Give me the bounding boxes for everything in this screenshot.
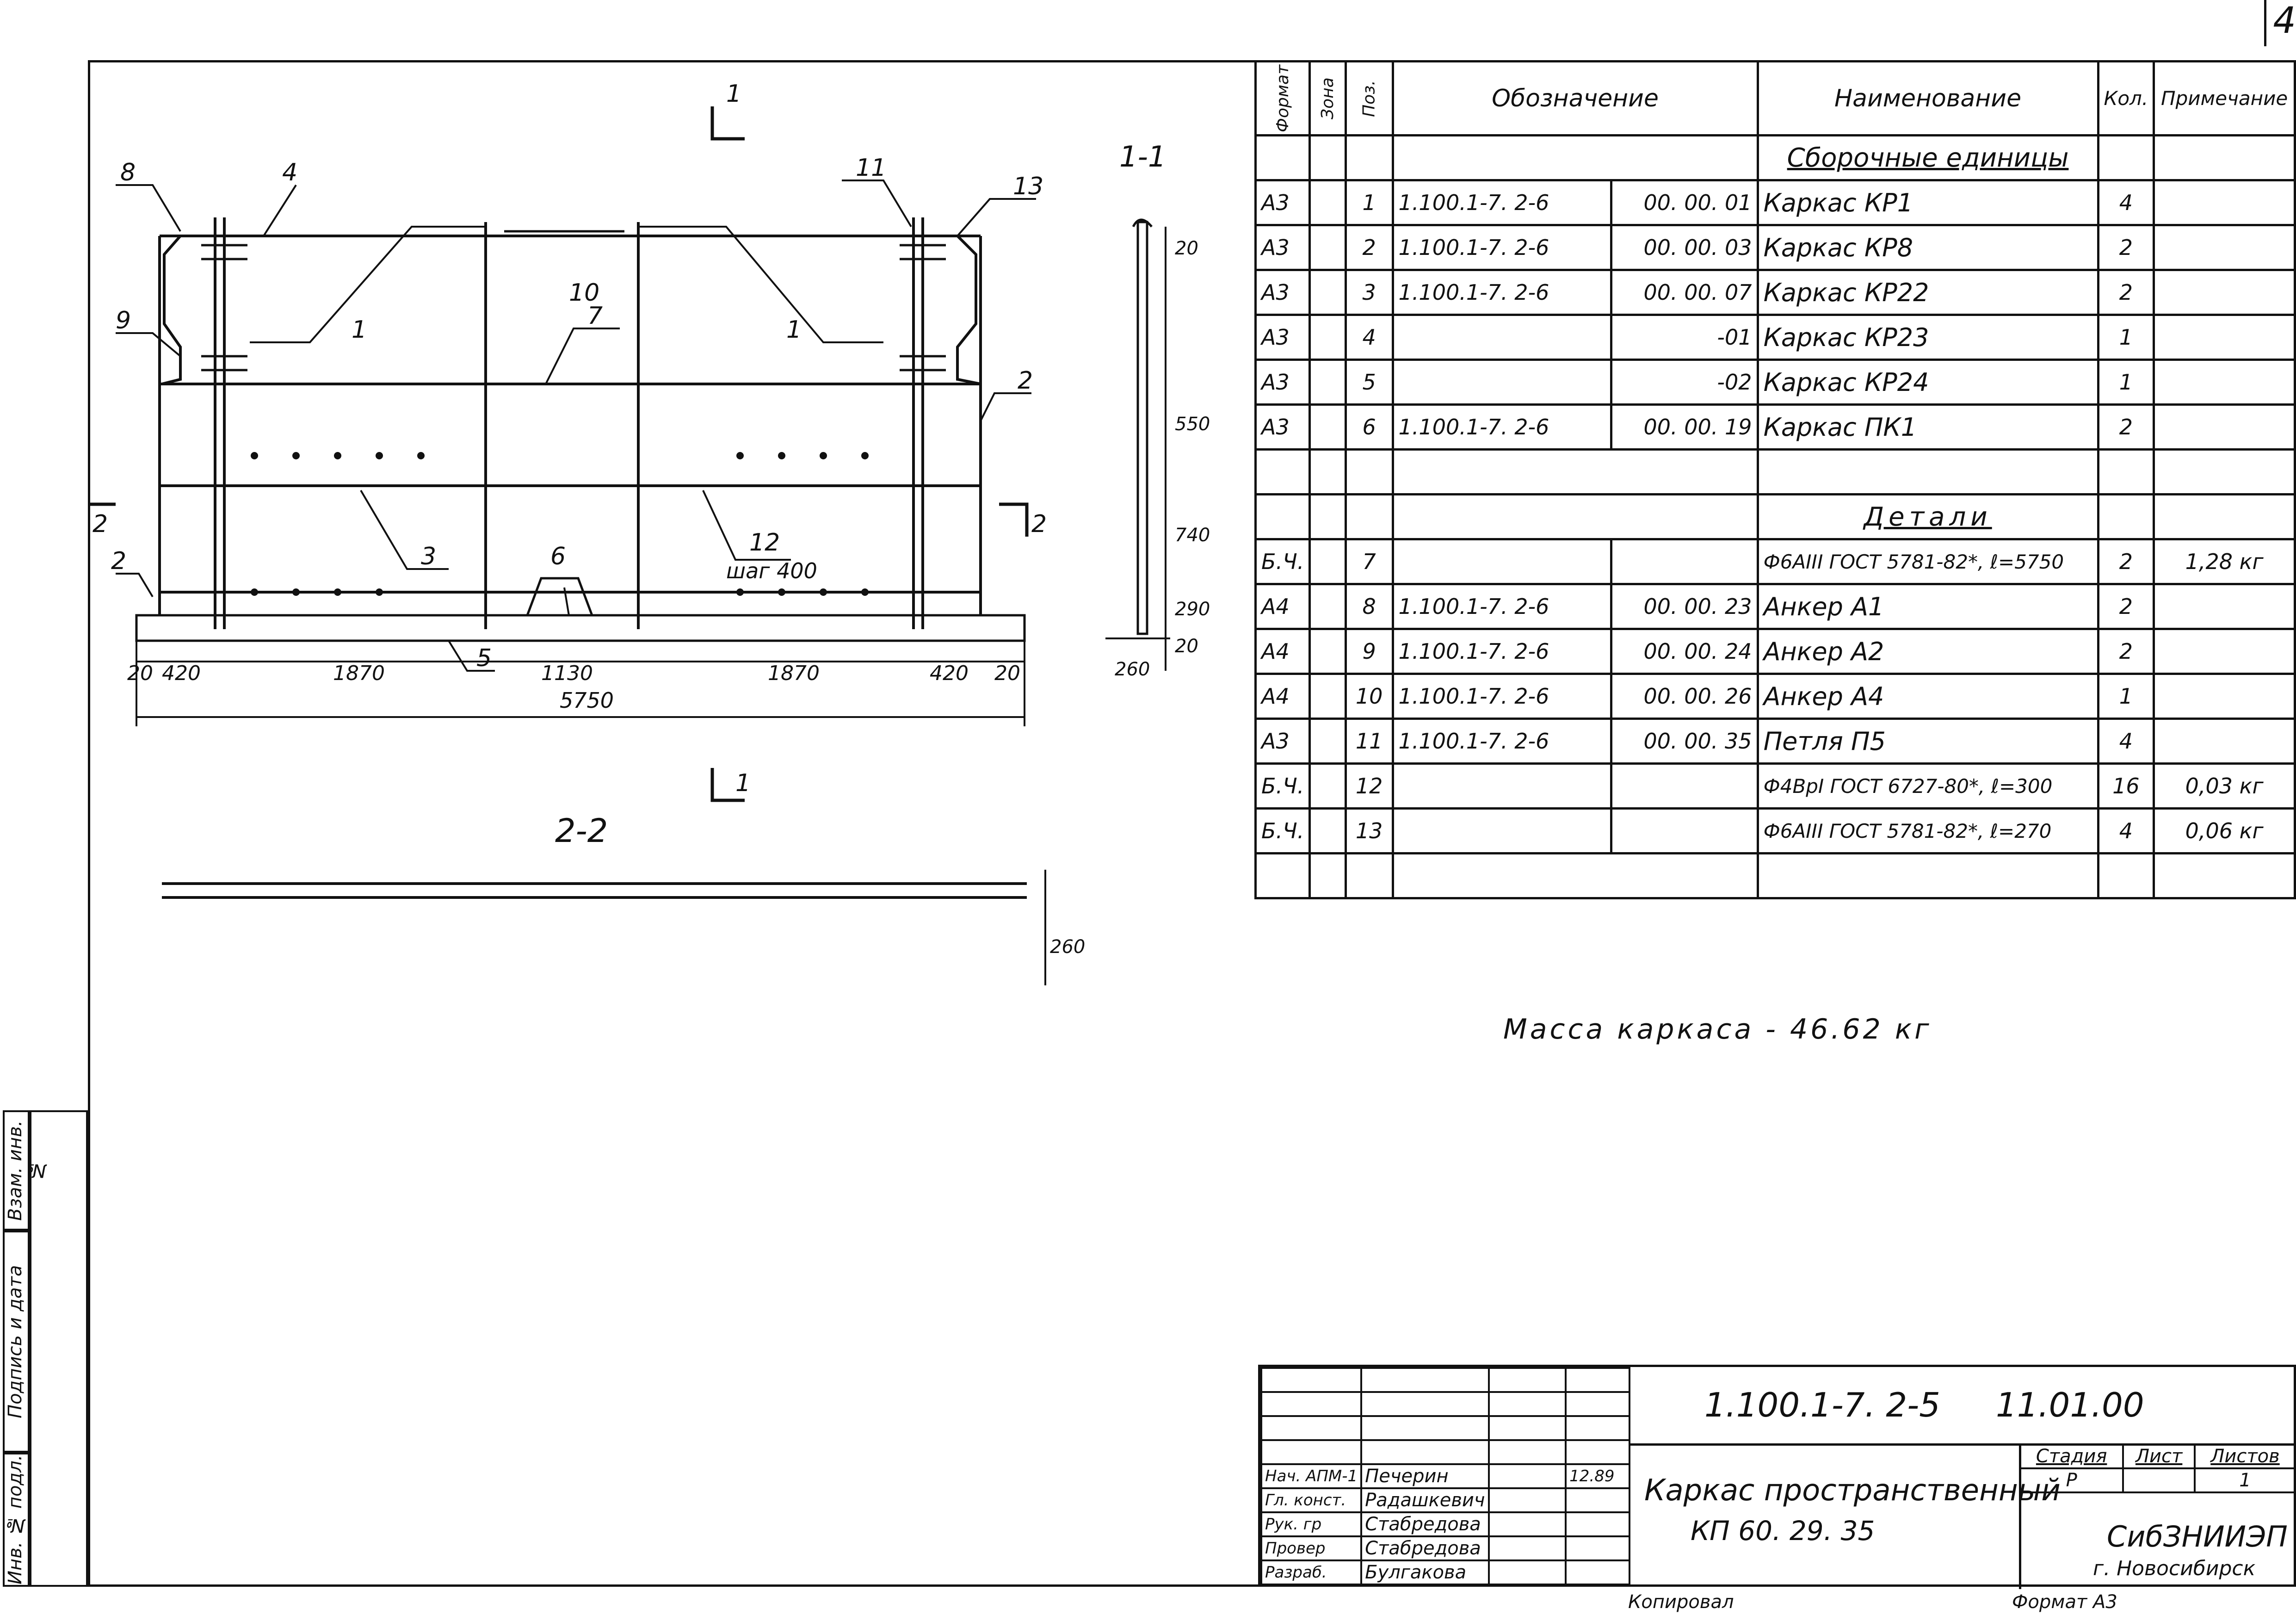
specification-table: Формат Зона Поз. Обозначение Наименовани… [1254,60,2296,899]
dim-s11-260: 260 [1115,659,1150,680]
callout-9: 9 [116,307,131,334]
format-label: Формат А3 [2012,1591,2117,1613]
side-stamp-sign-date: Подпись и дата [3,1231,30,1453]
sheet-number: 4 [2264,0,2296,46]
col-note: Примечание [2153,60,2296,136]
callout-13: 13 [1013,173,1043,200]
callout-3: 3 [421,543,436,570]
callout-2-right: 2 [1018,367,1033,395]
dim-s11-290: 290 [1175,599,1210,620]
side-stamp-blank [30,1110,88,1587]
section-1-1-body [1136,221,1148,635]
section-mark-left [88,502,116,537]
dim-total: 5750 [560,688,614,713]
dim-1870-left: 1870 [333,662,385,685]
leader-1-left [250,226,486,343]
dim-s11-20b: 20 [1175,636,1198,657]
frame-drawing: 1 1 2 2 1-1 2-2 8 4 11 13 10 9 1 1 7 2 3… [88,80,1210,985]
callout-2-left: 2 [111,547,126,575]
dots-pos-12 [251,452,869,596]
base-beam-5 [135,614,1026,642]
side-marker-left: 2 [93,510,108,538]
col-format: Формат [1255,61,1310,136]
col-designation: Обозначение [1391,60,1759,136]
side-marker-right: 2 [1031,510,1047,538]
callout-1b: 1 [786,316,802,344]
section-2-2-title: 2-2 [555,812,608,850]
section-1-1-title: 1-1 [1119,140,1166,173]
dim-s11-740: 740 [1175,525,1210,546]
anchor-right [956,235,981,385]
section-mark-top [710,106,745,141]
doc-code: 1.100.1-7. 2-5 [1704,1386,1940,1424]
city: г. Новосибирск [2093,1557,2256,1580]
callout-5: 5 [476,644,492,672]
dim-1130: 1130 [541,662,593,685]
callout-1a: 1 [352,316,367,344]
dim-420-right: 420 [930,662,969,685]
col-zone: Зона [1309,61,1346,136]
dim-1870-right: 1870 [768,662,820,685]
callout-10: 10 [569,279,599,307]
group-details: Детали [1756,493,2099,540]
callout-11: 11 [856,154,886,182]
mass-note: Масса каркаса - 46.62 кг [1503,1013,1932,1046]
callout-8: 8 [120,159,136,186]
date: 12.89 [1565,1463,1630,1489]
loops-right [900,244,946,371]
callout-7: 7 [587,302,603,330]
dim-s11-550: 550 [1175,414,1210,435]
loops-left [201,244,247,371]
org: СибЗНИИЭП [2107,1520,2288,1553]
doc-num: 11.01.00 [1996,1386,2144,1424]
group-assembly: Сборочные единицы [1756,134,2099,181]
detail-6 [526,577,593,616]
col-name: Наименование [1756,60,2099,136]
title-line1: Каркас пространственный [1644,1473,2061,1508]
callout-6: 6 [550,543,566,570]
side-stamp-inv-orig: Инв. № подл. [3,1453,30,1587]
dim-420-left: 420 [162,662,201,685]
leader-1-right [638,226,883,343]
dim-s11-20a: 20 [1175,238,1198,259]
title-line2: КП 60. 29. 35 [1691,1515,1875,1547]
callout-4: 4 [282,159,297,186]
anchor-left [161,235,182,385]
section-mark-bottom-label: 1 [735,769,751,797]
section-mark-bottom [710,768,745,802]
pitch-note: шаг 400 [726,558,817,583]
section-mark-top-label: 1 [726,80,741,108]
dim-20-left: 20 [127,662,153,685]
col-pos: Поз. [1346,61,1393,136]
col-qty: Кол. [2097,60,2155,136]
dim-20-right: 20 [994,662,1020,685]
side-stamp-inv-replace: Взам. инв. № [3,1110,47,1231]
callout-12: 12 [749,529,780,557]
drawing-frame [88,60,2296,1587]
copied-label: Копировал [1628,1591,1734,1613]
dim-s22-260: 260 [1050,936,1085,958]
section-mark-right [999,502,1029,537]
